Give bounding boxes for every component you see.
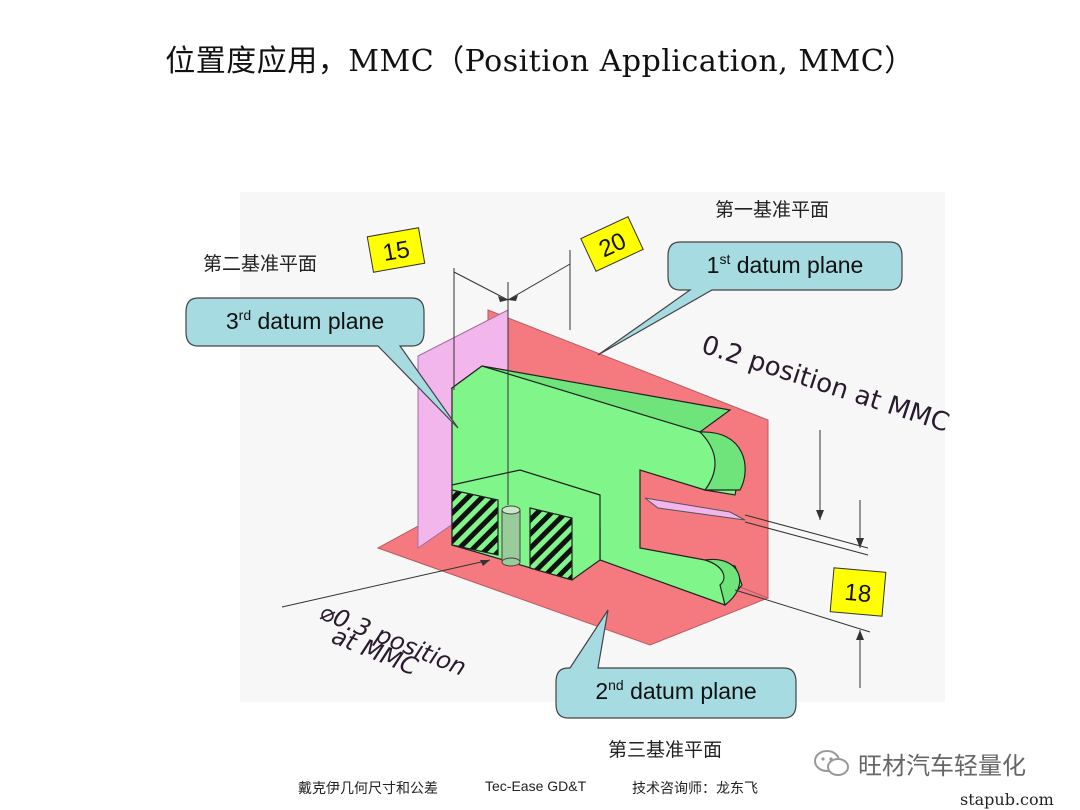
footer-center: Tec-Ease GD&T (485, 778, 587, 794)
page-title: 位置度应用，MMC（Position Application, MMC） (165, 44, 915, 79)
section-cut-left (451, 489, 499, 556)
site-watermark: stapub.com (960, 790, 1054, 809)
svg-text:3rd datum plane: 3rd datum plane (226, 307, 384, 334)
dim-box-15: 15 (366, 227, 426, 273)
datum2-cn-label: 第二基准平面 (203, 253, 317, 275)
wechat-watermark: 旺材汽车轻量化 (812, 746, 1026, 780)
svg-text:1st datum plane: 1st datum plane (707, 251, 864, 278)
dim-18-text: 18 (843, 579, 872, 608)
wechat-icon (814, 750, 849, 776)
dimension-arrows (480, 295, 864, 640)
part-upper-arm (698, 431, 746, 491)
hole-cylinder-bottom (501, 557, 521, 567)
svg-text:2nd datum plane: 2nd datum plane (595, 677, 756, 704)
dim-15-text: 15 (381, 236, 412, 267)
callout-1st-datum: 1st datum plane (597, 241, 903, 356)
footer-right: 技术咨询师：龙东飞 (632, 781, 758, 797)
slot-pin (644, 497, 746, 521)
wechat-name: 旺材汽车轻量化 (858, 751, 1026, 780)
dimension-lines (281, 250, 871, 688)
part-lower-arm (704, 558, 741, 607)
footer: 戴克伊几何尺寸和公差 Tec-Ease GD&T 技术咨询师：龙东飞 (0, 778, 1080, 802)
hole-cylinder (501, 509, 521, 563)
footer-left: 戴克伊几何尺寸和公差 (298, 781, 438, 797)
datum1-cn-label: 第一基准平面 (715, 199, 829, 221)
dim-box-18: 18 (829, 567, 887, 617)
dim-box-20: 20 (580, 216, 644, 272)
datum3-cn-label: 第三基准平面 (608, 739, 722, 761)
hole-cylinder-top (501, 505, 521, 515)
callout-3rd-datum: 3rd datum plane (185, 297, 459, 429)
section-cut-right (529, 507, 573, 581)
callout-2nd-datum: 2nd datum plane (555, 609, 797, 719)
